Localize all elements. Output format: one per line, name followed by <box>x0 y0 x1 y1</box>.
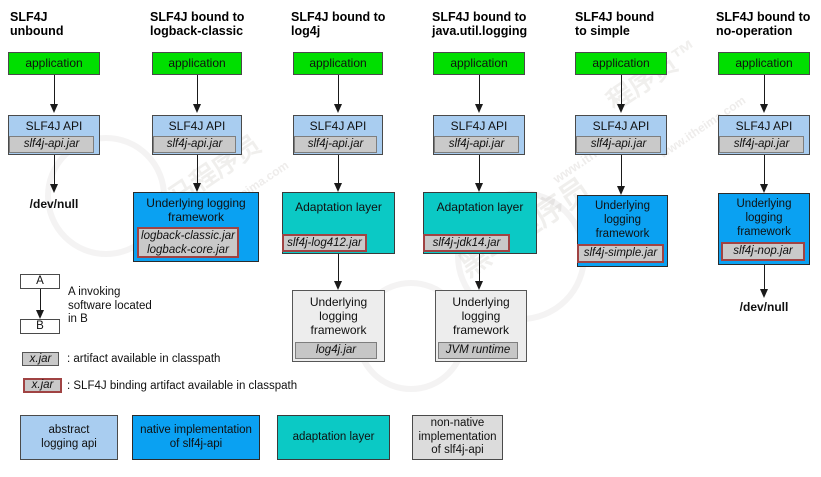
legend-non-native-impl-box: non-native implementation of slf4j-api <box>412 415 503 460</box>
slf4j-api-box: SLF4J API slf4j-api.jar <box>718 115 810 155</box>
legend-xjar-binding: x.jar <box>23 378 62 393</box>
arrow-down <box>474 254 484 290</box>
arrow-down <box>616 75 626 113</box>
slf4j-api-label: SLF4J API <box>450 119 508 133</box>
slf4j-api-box: SLF4J API slf4j-api.jar <box>8 115 100 155</box>
column-title-unbound: SLF4J unbound <box>10 10 64 38</box>
column-title-logback: SLF4J bound to logback-classic <box>150 10 245 38</box>
slf4j-api-label: SLF4J API <box>309 119 367 133</box>
legend-b-box: B <box>20 319 60 334</box>
application-box: application <box>718 52 810 75</box>
column-title-simple: SLF4J bound to simple <box>575 10 655 38</box>
legend-native-impl-label: native implementation of slf4j-api <box>140 424 252 450</box>
arrow-down <box>474 155 484 192</box>
dev-null-label: /dev/null <box>29 197 79 211</box>
underlying-framework-label: Underlying logging framework <box>309 295 368 337</box>
slf4j-api-box: SLF4J API slf4j-api.jar <box>575 115 667 155</box>
slf4j-api-jar: slf4j-api.jar <box>294 136 377 153</box>
arrow-down <box>333 254 343 290</box>
adaptation-layer-label: Adaptation layer <box>295 200 382 214</box>
framework-jar: JVM runtime <box>438 342 518 359</box>
arrow-down <box>759 75 769 113</box>
application-box: application <box>152 52 242 75</box>
arrow-down <box>333 155 343 192</box>
binding-jar: slf4j-simple.jar <box>577 244 664 263</box>
legend-non-native-impl-label: non-native implementation of slf4j-api <box>418 417 497 457</box>
slf4j-api-jar: slf4j-api.jar <box>576 136 661 153</box>
underlying-framework-label: Underlying logging framework <box>452 295 510 337</box>
arrow-down <box>333 75 343 113</box>
binding-jar: slf4j-jdk14.jar <box>423 234 510 252</box>
underlying-framework-box: Underlying logging framework slf4j-nop.j… <box>718 193 810 265</box>
legend-abstract-api-box: abstract logging api <box>20 415 118 460</box>
adaptation-layer-label: Adaptation layer <box>436 200 524 214</box>
underlying-framework-box: Underlying logging framework slf4j-simpl… <box>577 195 668 267</box>
column-title-log4j: SLF4J bound to log4j <box>291 10 386 38</box>
slf4j-api-label: SLF4J API <box>25 119 83 133</box>
slf4j-api-jar: slf4j-api.jar <box>153 136 236 153</box>
dev-null-label: /dev/null <box>739 300 789 314</box>
arrow-down <box>49 155 59 193</box>
underlying-framework-box: Underlying logging framework log4j.jar <box>292 290 385 362</box>
binding-jar: slf4j-nop.jar <box>721 242 805 261</box>
slf4j-api-box: SLF4J API slf4j-api.jar <box>293 115 383 155</box>
arrow-down <box>49 75 59 113</box>
legend-xjar-plain: x.jar <box>22 352 59 366</box>
application-box: application <box>293 52 383 75</box>
arrow-down <box>192 155 202 192</box>
application-box: application <box>575 52 667 75</box>
slf4j-api-jar: slf4j-api.jar <box>434 136 519 153</box>
slf4j-api-box: SLF4J API slf4j-api.jar <box>152 115 242 155</box>
underlying-framework-label: Underlying logging framework <box>595 200 650 240</box>
column-title-jul: SLF4J bound to java.util.logging <box>432 10 528 38</box>
arrow-down <box>616 155 626 195</box>
legend-adaptation-layer-label: adaptation layer <box>292 430 375 443</box>
arrow-down <box>474 75 484 113</box>
column-title-nop: SLF4J bound to no-operation <box>716 10 811 38</box>
underlying-framework-label: Underlying logging framework <box>146 196 246 224</box>
legend-invoking-note: A invoking software located in B <box>68 286 152 325</box>
binding-jar: logback-classic.jar logback-core.jar <box>137 227 239 258</box>
legend-abstract-api-label: abstract logging api <box>41 424 97 450</box>
slf4j-api-label: SLF4J API <box>735 119 793 133</box>
slf4j-api-label: SLF4J API <box>592 119 650 133</box>
slf4j-api-jar: slf4j-api.jar <box>9 136 94 153</box>
arrow-down <box>759 265 769 298</box>
underlying-framework-box: Underlying logging framework logback-cla… <box>133 192 259 262</box>
application-box: application <box>433 52 525 75</box>
application-box: application <box>8 52 100 75</box>
legend-native-impl-box: native implementation of slf4j-api <box>132 415 260 460</box>
underlying-framework-box: Underlying logging framework JVM runtime <box>435 290 527 362</box>
legend-artifact-note: : artifact available in classpath <box>67 353 221 365</box>
adaptation-layer-box: Adaptation layer slf4j-log412.jar <box>282 192 395 254</box>
framework-jar: log4j.jar <box>295 342 377 359</box>
adaptation-layer-box: Adaptation layer slf4j-jdk14.jar <box>423 192 537 254</box>
slf4j-api-label: SLF4J API <box>168 119 226 133</box>
arrow-down <box>35 289 45 319</box>
legend-adaptation-layer-box: adaptation layer <box>277 415 390 460</box>
legend-a-box: A <box>20 274 60 289</box>
underlying-framework-label: Underlying logging framework <box>736 198 792 238</box>
binding-jar: slf4j-log412.jar <box>282 234 367 252</box>
arrow-down <box>192 75 202 113</box>
slf4j-api-jar: slf4j-api.jar <box>719 136 804 153</box>
legend-binding-note: : SLF4J binding artifact available in cl… <box>67 380 298 392</box>
slf4j-api-box: SLF4J API slf4j-api.jar <box>433 115 525 155</box>
arrow-down <box>759 155 769 193</box>
